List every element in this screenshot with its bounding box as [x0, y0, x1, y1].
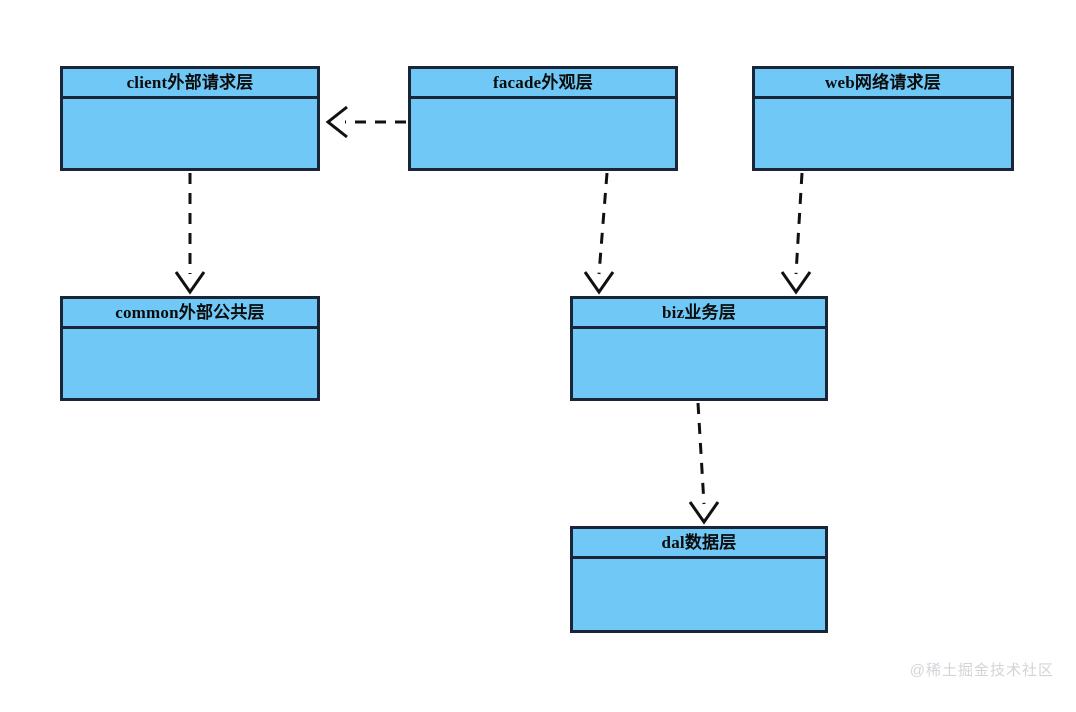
edge-web-to-biz	[780, 172, 812, 295]
node-facade-header: facade外观层	[411, 69, 675, 99]
node-common[interactable]: common外部公共层	[60, 296, 320, 401]
edge-client-to-common	[174, 173, 206, 295]
node-dal[interactable]: dal数据层	[570, 526, 828, 633]
watermark: @稀土掘金技术社区	[909, 662, 1054, 679]
node-common-title: common外部公共层	[115, 303, 265, 322]
node-client-header: client外部请求层	[63, 69, 317, 99]
node-web-body	[755, 99, 1011, 168]
edge-biz-to-dal	[688, 402, 720, 525]
node-dal-title: dal数据层	[661, 533, 737, 552]
node-biz-body	[573, 329, 825, 398]
node-dal-header: dal数据层	[573, 529, 825, 559]
node-biz-header: biz业务层	[573, 299, 825, 329]
node-common-body	[63, 329, 317, 398]
node-facade-body	[411, 99, 675, 168]
node-biz[interactable]: biz业务层	[570, 296, 828, 401]
node-dal-body	[573, 559, 825, 630]
edge-facade-to-client	[325, 105, 406, 139]
node-web-title: web网络请求层	[825, 73, 941, 92]
node-web-header: web网络请求层	[755, 69, 1011, 99]
node-facade[interactable]: facade外观层	[408, 66, 678, 171]
node-client-title: client外部请求层	[126, 73, 254, 92]
node-web[interactable]: web网络请求层	[752, 66, 1014, 171]
edge-facade-to-biz	[583, 172, 615, 295]
node-client-body	[63, 99, 317, 168]
node-biz-title: biz业务层	[662, 303, 736, 322]
node-common-header: common外部公共层	[63, 299, 317, 329]
node-facade-title: facade外观层	[492, 73, 593, 92]
node-client[interactable]: client外部请求层	[60, 66, 320, 171]
